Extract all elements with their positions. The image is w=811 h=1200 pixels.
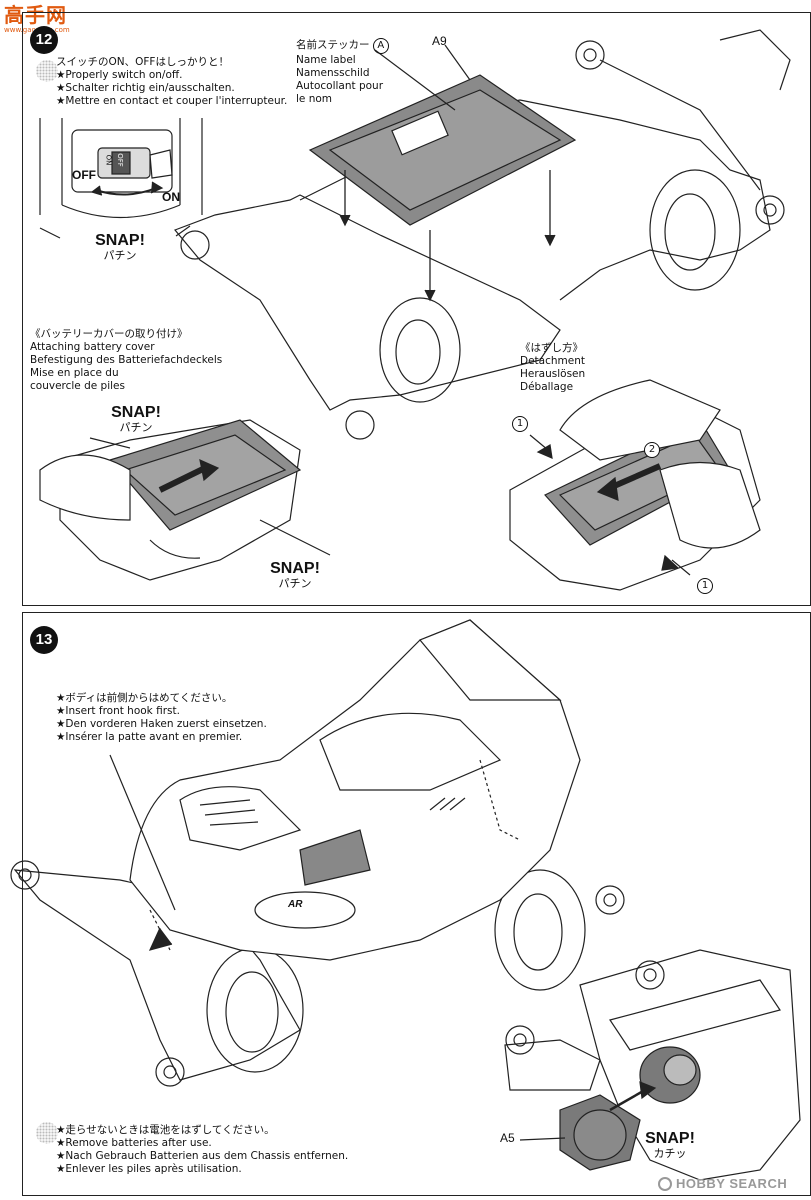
- snap-text-jp: カチッ: [653, 1147, 687, 1160]
- battery-note-fr: ★Enlever les piles après utilisation.: [56, 1163, 242, 1175]
- snap-callout-2: SNAP! パチン: [96, 404, 176, 434]
- switch-note-de: ★Schalter richtig ein/ausschalten.: [56, 82, 235, 94]
- step12-switch-notes: スイッチのON、OFFはしっかりと！ ★Properly switch on/o…: [56, 56, 287, 108]
- detachment-en: Detachment: [520, 355, 585, 367]
- step13-body-notes: ★ボディは前側からはめてください。 ★Insert front hook fir…: [56, 692, 267, 744]
- switch-on-label: ON: [162, 190, 180, 204]
- battery-cover-heading: 《バッテリーカバーの取り付け》 Attaching battery cover …: [30, 328, 222, 393]
- snap-text-jp: パチン: [119, 421, 153, 434]
- name-label-fr2: le nom: [296, 93, 333, 105]
- part-a5-label: A5: [500, 1131, 515, 1145]
- part-a9-label: A9: [432, 34, 447, 48]
- name-label-callout: 名前ステッカー A Name label Namensschild Autoco…: [296, 38, 389, 106]
- watermark-bottom-text: HOBBY SEARCH: [676, 1176, 788, 1191]
- switch-body-off: OFF: [115, 153, 124, 167]
- detach-mark-2: 2: [644, 442, 660, 458]
- detach-mark-1: 1: [512, 416, 528, 432]
- detachment-de: Herauslösen: [520, 368, 586, 380]
- snap-text: SNAP!: [111, 404, 161, 421]
- switch-off-label: OFF: [72, 168, 96, 182]
- detachment-jp: 《はずし方》: [520, 342, 583, 354]
- name-label-fr1: Autocollant pour: [296, 80, 384, 92]
- step12-note-badge: [36, 60, 58, 82]
- battery-note-de: ★Nach Gebrauch Batterien aus dem Chassis…: [56, 1150, 349, 1162]
- name-label-de: Namensschild: [296, 67, 370, 79]
- detach-mark-1b: 1: [697, 578, 713, 594]
- hobby-search-logo-icon: [658, 1176, 672, 1191]
- snap-text: SNAP!: [270, 560, 320, 577]
- battery-cover-fr1: Mise en place du: [30, 367, 119, 379]
- switch-note-fr: ★Mettre en contact et couper l'interrupt…: [56, 95, 288, 107]
- snap-text-jp: パチン: [103, 249, 137, 262]
- switch-note-en: ★Properly switch on/off.: [56, 69, 183, 81]
- battery-cover-en: Attaching battery cover: [30, 341, 155, 353]
- detachment-fr: Déballage: [520, 381, 574, 393]
- step13-battery-notes: ★走らせないときは電池をはずしてください。 ★Remove batteries …: [56, 1124, 348, 1176]
- body-decal: AR: [288, 899, 303, 910]
- battery-cover-de: Befestigung des Batteriefachdeckels: [30, 354, 223, 366]
- snap-callout-3: SNAP! パチン: [255, 560, 335, 590]
- battery-note-en: ★Remove batteries after use.: [56, 1137, 212, 1149]
- switch-body-on: ON: [104, 154, 113, 166]
- snap-text: SNAP!: [95, 232, 145, 249]
- watermark-logo-bottom: HOBBY SEARCH: [658, 1176, 787, 1191]
- name-label-en: Name label: [296, 54, 356, 66]
- body-note-fr: ★Insérer la patte avant en premier.: [56, 731, 243, 743]
- battery-note-jp: ★走らせないときは電池をはずしてください。: [56, 1124, 275, 1136]
- battery-cover-fr2: couvercle de piles: [30, 380, 125, 392]
- snap-callout-13: SNAP! カチッ: [630, 1130, 710, 1160]
- snap-text-jp: パチン: [278, 577, 312, 590]
- name-label-mark: A: [372, 38, 389, 54]
- body-note-de: ★Den vorderen Haken zuerst einsetzen.: [56, 718, 267, 730]
- step13-number: 13: [30, 626, 58, 654]
- snap-callout-1: SNAP! パチン: [75, 232, 165, 262]
- detachment-heading: 《はずし方》 Detachment Herauslösen Déballage: [520, 342, 585, 394]
- watermark-logo-text: 高手网: [4, 3, 67, 27]
- body-note-jp: ★ボディは前側からはめてください。: [56, 692, 233, 704]
- snap-text: SNAP!: [645, 1130, 695, 1147]
- battery-cover-jp: 《バッテリーカバーの取り付け》: [30, 328, 188, 340]
- switch-note-jp: スイッチのON、OFFはしっかりと！: [56, 56, 229, 68]
- step13-note-badge: [36, 1122, 58, 1144]
- name-label-jp: 名前ステッカー: [296, 39, 370, 51]
- body-note-en: ★Insert front hook first.: [56, 705, 180, 717]
- step12-number: 12: [30, 26, 58, 54]
